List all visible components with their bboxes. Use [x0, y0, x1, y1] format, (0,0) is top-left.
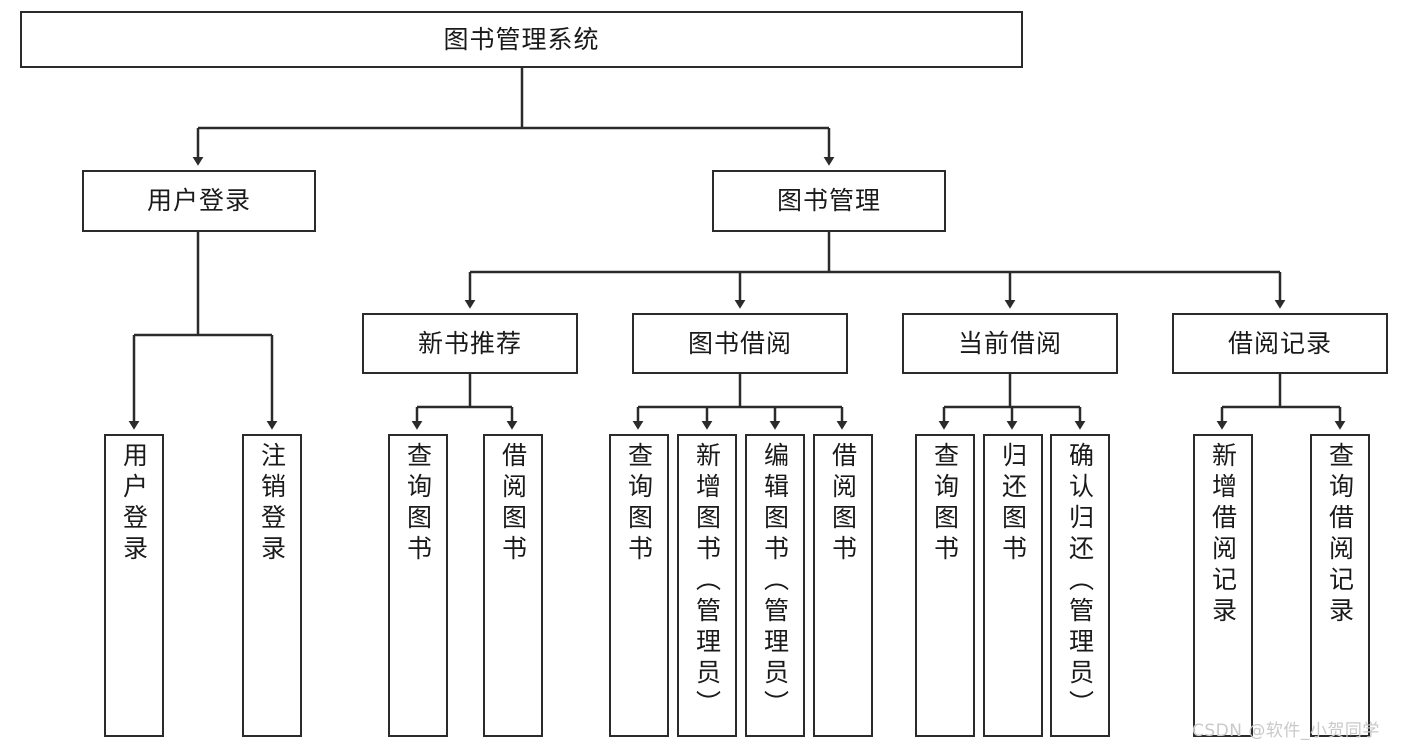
node-leaf-query-book-2-label: 查询图书 [624, 442, 654, 566]
node-leaf-borrow-book-1-label: 借阅图书 [498, 442, 528, 566]
node-leaf-add-record[interactable]: 新增借阅记录 [1193, 434, 1253, 737]
node-leaf-confirm-return-label: 确认归还（管理员） [1065, 442, 1095, 721]
node-leaf-add-record-label: 新增借阅记录 [1208, 442, 1238, 628]
node-leaf-borrow-book-2[interactable]: 借阅图书 [813, 434, 873, 737]
node-leaf-borrow-book-1[interactable]: 借阅图书 [483, 434, 543, 737]
node-leaf-query-book-2[interactable]: 查询图书 [609, 434, 669, 737]
node-root-label: 图书管理系统 [443, 24, 600, 54]
node-new-book-recommend-label: 新书推荐 [417, 328, 522, 358]
node-root[interactable]: 图书管理系统 [20, 11, 1023, 68]
node-leaf-query-book-1-label: 查询图书 [403, 442, 433, 566]
csdn-watermark: CSDN @软件_小贺同学 [1192, 721, 1380, 741]
node-book-management[interactable]: 图书管理 [712, 170, 946, 232]
node-leaf-query-record-label: 查询借阅记录 [1325, 442, 1355, 628]
node-current-borrow-label: 当前借阅 [957, 328, 1062, 358]
node-book-borrow-label: 图书借阅 [687, 328, 792, 358]
node-book-management-label: 图书管理 [776, 186, 881, 216]
node-leaf-query-book-3-label: 查询图书 [930, 442, 960, 566]
node-current-borrow[interactable]: 当前借阅 [902, 313, 1118, 374]
node-leaf-edit-book-label: 编辑图书（管理员） [760, 442, 790, 721]
node-leaf-logout-login[interactable]: 注销登录 [242, 434, 302, 737]
node-leaf-add-book[interactable]: 新增图书（管理员） [677, 434, 737, 737]
node-user-login[interactable]: 用户登录 [82, 170, 316, 232]
node-book-borrow[interactable]: 图书借阅 [632, 313, 848, 374]
node-borrow-record-label: 借阅记录 [1227, 328, 1332, 358]
node-leaf-user-login-label: 用户登录 [119, 442, 149, 566]
node-new-book-recommend[interactable]: 新书推荐 [362, 313, 578, 374]
node-leaf-confirm-return[interactable]: 确认归还（管理员） [1050, 434, 1110, 737]
node-leaf-query-book-3[interactable]: 查询图书 [915, 434, 975, 737]
node-leaf-return-book-label: 归还图书 [998, 442, 1028, 566]
node-borrow-record[interactable]: 借阅记录 [1172, 313, 1388, 374]
node-leaf-borrow-book-2-label: 借阅图书 [828, 442, 858, 566]
node-user-login-label: 用户登录 [146, 186, 251, 216]
node-leaf-return-book[interactable]: 归还图书 [983, 434, 1043, 737]
node-leaf-add-book-label: 新增图书（管理员） [692, 442, 722, 721]
node-leaf-query-record[interactable]: 查询借阅记录 [1310, 434, 1370, 737]
node-leaf-user-login[interactable]: 用户登录 [104, 434, 164, 737]
node-leaf-query-book-1[interactable]: 查询图书 [388, 434, 448, 737]
node-leaf-edit-book[interactable]: 编辑图书（管理员） [745, 434, 805, 737]
node-leaf-logout-login-label: 注销登录 [257, 442, 287, 566]
